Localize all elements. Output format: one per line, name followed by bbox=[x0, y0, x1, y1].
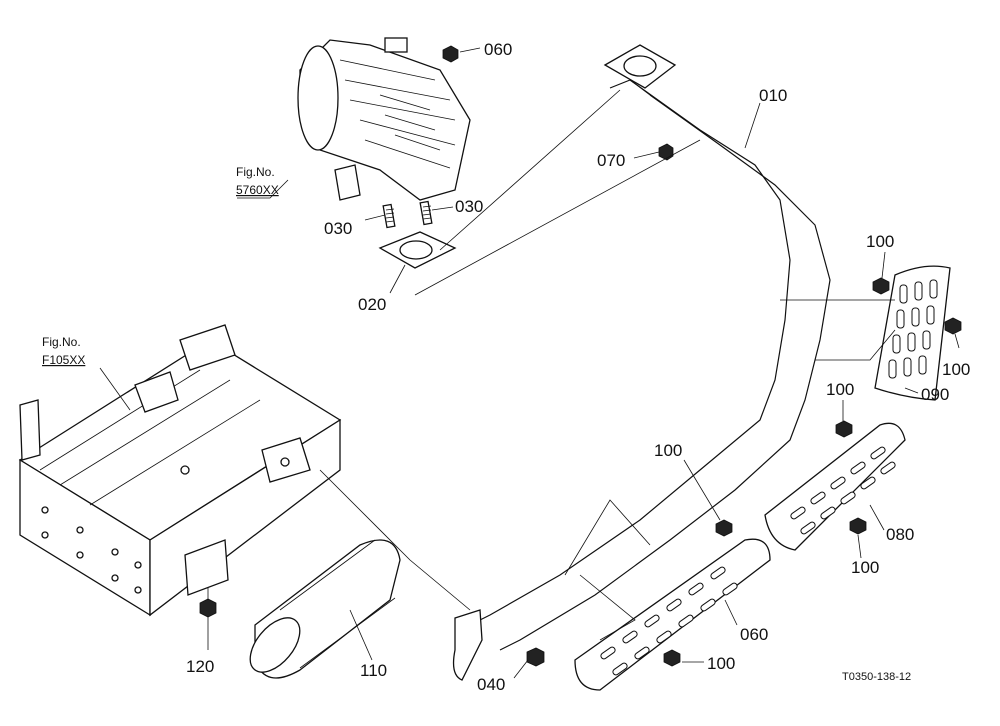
bolts-100 bbox=[663, 277, 962, 667]
stud-030-right bbox=[419, 200, 433, 226]
callout-100-f: 100 bbox=[707, 654, 735, 673]
callout-100-a: 100 bbox=[866, 232, 894, 251]
fig-ref-code-f105: F105XX bbox=[42, 353, 85, 367]
fig-ref-prefix-f105: Fig.No. bbox=[42, 335, 81, 349]
callout-010: 010 bbox=[759, 86, 787, 105]
fig-ref-code-5760: 5760XX bbox=[236, 183, 279, 197]
fig-ref-prefix-5760: Fig.No. bbox=[236, 165, 275, 179]
callout-080: 080 bbox=[886, 525, 914, 544]
callout-090: 090 bbox=[921, 385, 949, 404]
callout-110: 110 bbox=[360, 661, 387, 680]
callout-030-left: 030 bbox=[324, 219, 352, 238]
callout-100-c: 100 bbox=[826, 380, 854, 399]
callout-060-top: 060 bbox=[484, 40, 512, 59]
leader-lines bbox=[99, 47, 960, 679]
callout-100-d: 100 bbox=[851, 558, 879, 577]
callout-040: 040 bbox=[477, 675, 505, 694]
frame-f105xx bbox=[18, 324, 471, 617]
callout-100-e: 100 bbox=[654, 441, 682, 460]
callout-labels: 060 010 070 030 030 020 100 100 090 100 … bbox=[186, 40, 970, 694]
stud-030-left bbox=[382, 203, 396, 229]
callout-120: 120 bbox=[186, 657, 214, 676]
nut-060-middle bbox=[658, 143, 674, 161]
callout-020: 020 bbox=[358, 295, 386, 314]
tailpipe-110 bbox=[249, 539, 401, 679]
callout-100-b: 100 bbox=[942, 360, 970, 379]
muffler-assembly bbox=[297, 37, 471, 201]
heat-shield-080 bbox=[764, 422, 906, 551]
nut-060-top bbox=[442, 45, 459, 63]
bracket-040-area bbox=[452, 609, 545, 681]
heat-shield-090 bbox=[780, 265, 951, 401]
drawing-code: T0350-138-12 bbox=[842, 671, 911, 683]
callout-030-right: 030 bbox=[455, 197, 483, 216]
gasket-020 bbox=[378, 231, 457, 269]
callout-070: 060 bbox=[740, 625, 768, 644]
callout-060-middle: 070 bbox=[597, 151, 625, 170]
heat-shield-070 bbox=[564, 499, 771, 691]
exhaust-pipe-010 bbox=[479, 44, 831, 651]
figure-references: Fig.No. 5760XX Fig.No. F105XX bbox=[42, 165, 279, 367]
bolt-120 bbox=[199, 588, 217, 618]
